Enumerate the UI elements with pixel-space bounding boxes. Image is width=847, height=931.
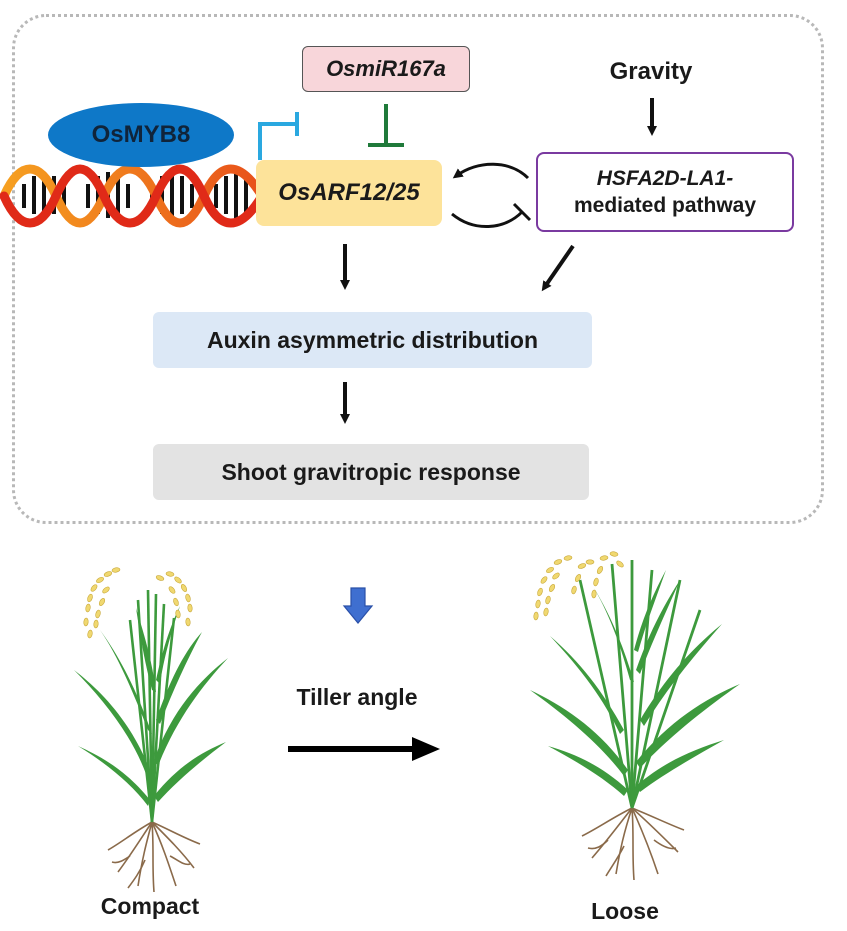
loose-label: Loose xyxy=(591,898,659,924)
regulation-arrows xyxy=(258,98,657,424)
osmyb8-label: OsMYB8 xyxy=(91,121,191,148)
hsfa2d-la1-pathway-box: HSFA2D-LA1- mediated pathway xyxy=(536,152,794,232)
mirna-inhibition-mark xyxy=(368,104,404,147)
osarf-box: OsARF12/25 xyxy=(256,160,442,226)
tiller-angle-label: Tiller angle xyxy=(296,684,418,710)
myb-inhibition-mark xyxy=(258,112,299,160)
compact-rice-plant-icon xyxy=(74,567,228,893)
auxin-distribution-box: Auxin asymmetric distribution xyxy=(153,312,592,368)
compact-label: Compact xyxy=(100,893,200,919)
pathway-to-auxin-arrow xyxy=(541,244,575,292)
osmir167a-label: OsmiR167a xyxy=(326,56,446,81)
pathway-to-arf-arrow xyxy=(452,162,530,180)
loose-rice-plant-icon xyxy=(530,551,740,881)
pathway-line2: mediated pathway xyxy=(573,194,757,217)
mechanism-frame xyxy=(12,14,824,524)
dna-helix-icon xyxy=(0,164,267,228)
tiller-angle-arrow xyxy=(288,737,440,761)
phenotype-down-arrow-icon xyxy=(342,587,374,624)
pathway-line1: HSFA2D-LA1- xyxy=(596,167,734,190)
arf-inhibits-pathway-arc xyxy=(451,210,524,228)
shoot-gravitropic-box: Shoot gravitropic response xyxy=(153,444,589,500)
osarf-label: OsARF12/25 xyxy=(278,179,420,206)
osmyb8-ellipse: OsMYB8 xyxy=(48,103,234,167)
shoot-label: Shoot gravitropic response xyxy=(221,458,521,485)
arf-inhibits-pathway-bar xyxy=(512,202,532,222)
auxin-label: Auxin asymmetric distribution xyxy=(206,326,538,353)
osmir167a-box: OsmiR167a xyxy=(302,46,470,92)
gravity-label: Gravity xyxy=(609,58,693,85)
